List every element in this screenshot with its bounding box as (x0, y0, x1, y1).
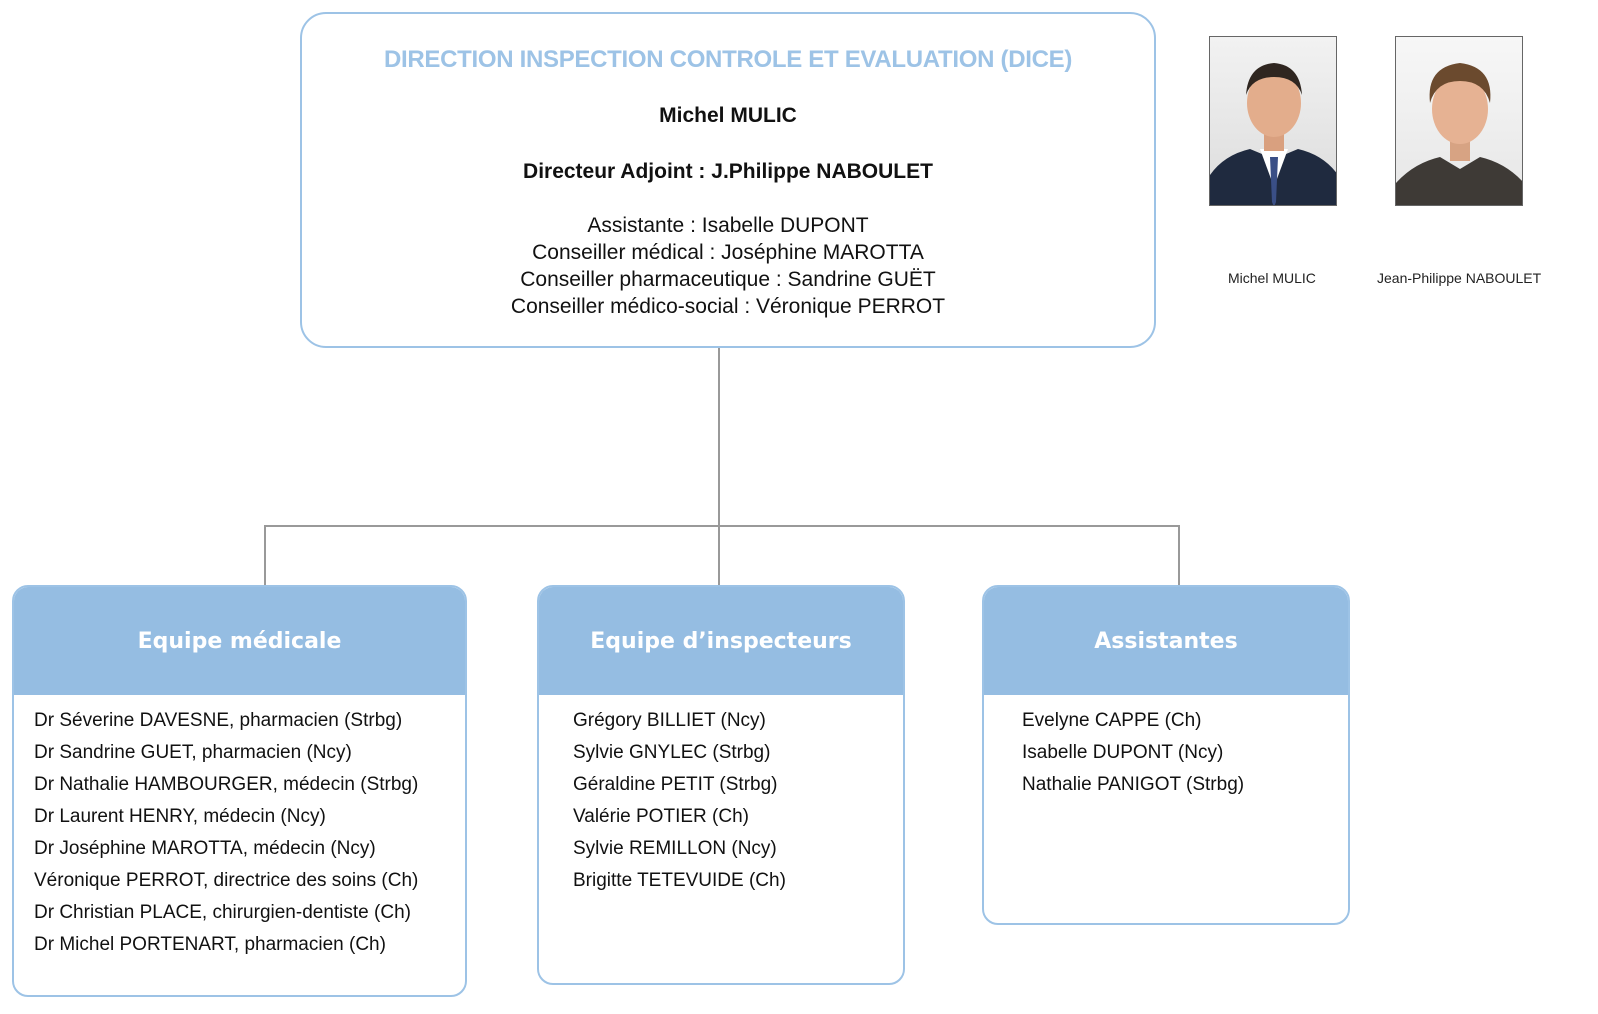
team-box-medical: Equipe médicale Dr Séverine DAVESNE, pha… (12, 585, 467, 997)
team-member: Dr Joséphine MAROTTA, médecin (Ncy) (34, 838, 376, 859)
photo-caption-deputy: Jean-Philippe NABOULET (1377, 270, 1542, 286)
team-member-list: Evelyne CAPPE (Ch) Isabelle DUPONT (Ncy)… (984, 695, 1348, 801)
team-title: Equipe médicale (14, 587, 465, 695)
team-title: Assistantes (984, 587, 1348, 695)
team-member: Grégory BILLIET (Ncy) (573, 710, 766, 731)
connector-vertical-main (718, 348, 720, 585)
photo-caption-director: Michel MULIC (1228, 270, 1316, 286)
team-member: Dr Séverine DAVESNE, pharmacien (Strbg) (34, 710, 403, 731)
staff-line: Conseiller médico-social : Véronique PER… (510, 295, 946, 318)
team-title: Equipe d’inspecteurs (539, 587, 903, 695)
portrait-photo-director (1209, 36, 1337, 206)
team-member-list: Dr Séverine DAVESNE, pharmacien (Strbg) … (14, 695, 465, 961)
team-member: Dr Sandrine GUET, pharmacien (Ncy) (34, 742, 352, 763)
team-member: Isabelle DUPONT (Ncy) (1022, 742, 1224, 763)
direction-box: DIRECTION INSPECTION CONTROLE ET EVALUAT… (300, 12, 1156, 348)
team-member: Dr Laurent HENRY, médecin (Ncy) (34, 806, 326, 827)
staff-line: Conseiller pharmaceutique : Sandrine GUË… (520, 268, 936, 291)
connector-left (264, 525, 266, 585)
team-member: Nathalie PANIGOT (Strbg) (1022, 774, 1245, 795)
direction-title: DIRECTION INSPECTION CONTROLE ET EVALUAT… (383, 46, 1073, 73)
team-member: Valérie POTIER (Ch) (573, 806, 749, 827)
director-name: Michel MULIC (659, 104, 797, 127)
team-member: Véronique PERROT, directrice des soins (… (34, 870, 419, 891)
team-member: Géraldine PETIT (Strbg) (573, 774, 778, 795)
team-member: Sylvie REMILLON (Ncy) (573, 838, 777, 859)
direction-staff-list: Assistante : Isabelle DUPONT Conseiller … (302, 212, 1154, 320)
team-member: Dr Michel PORTENART, pharmacien (Ch) (34, 934, 386, 955)
connector-horizontal (264, 525, 1180, 527)
team-box-inspectors: Equipe d’inspecteurs Grégory BILLIET (Nc… (537, 585, 905, 985)
team-member: Dr Nathalie HAMBOURGER, médecin (Strbg) (34, 774, 419, 795)
team-member: Brigitte TETEVUIDE (Ch) (573, 870, 786, 891)
team-box-assistants: Assistantes Evelyne CAPPE (Ch) Isabelle … (982, 585, 1350, 925)
team-member: Evelyne CAPPE (Ch) (1022, 710, 1202, 731)
team-member-list: Grégory BILLIET (Ncy) Sylvie GNYLEC (Str… (539, 695, 903, 897)
portrait-photo-deputy (1395, 36, 1523, 206)
staff-line: Conseiller médical : Joséphine MAROTTA (532, 241, 924, 264)
team-member: Dr Christian PLACE, chirurgien-dentiste … (34, 902, 411, 923)
team-member: Sylvie GNYLEC (Strbg) (573, 742, 771, 763)
staff-line: Assistante : Isabelle DUPONT (587, 214, 869, 237)
deputy-director: Directeur Adjoint : J.Philippe NABOULET (523, 160, 933, 183)
connector-right (1178, 525, 1180, 585)
